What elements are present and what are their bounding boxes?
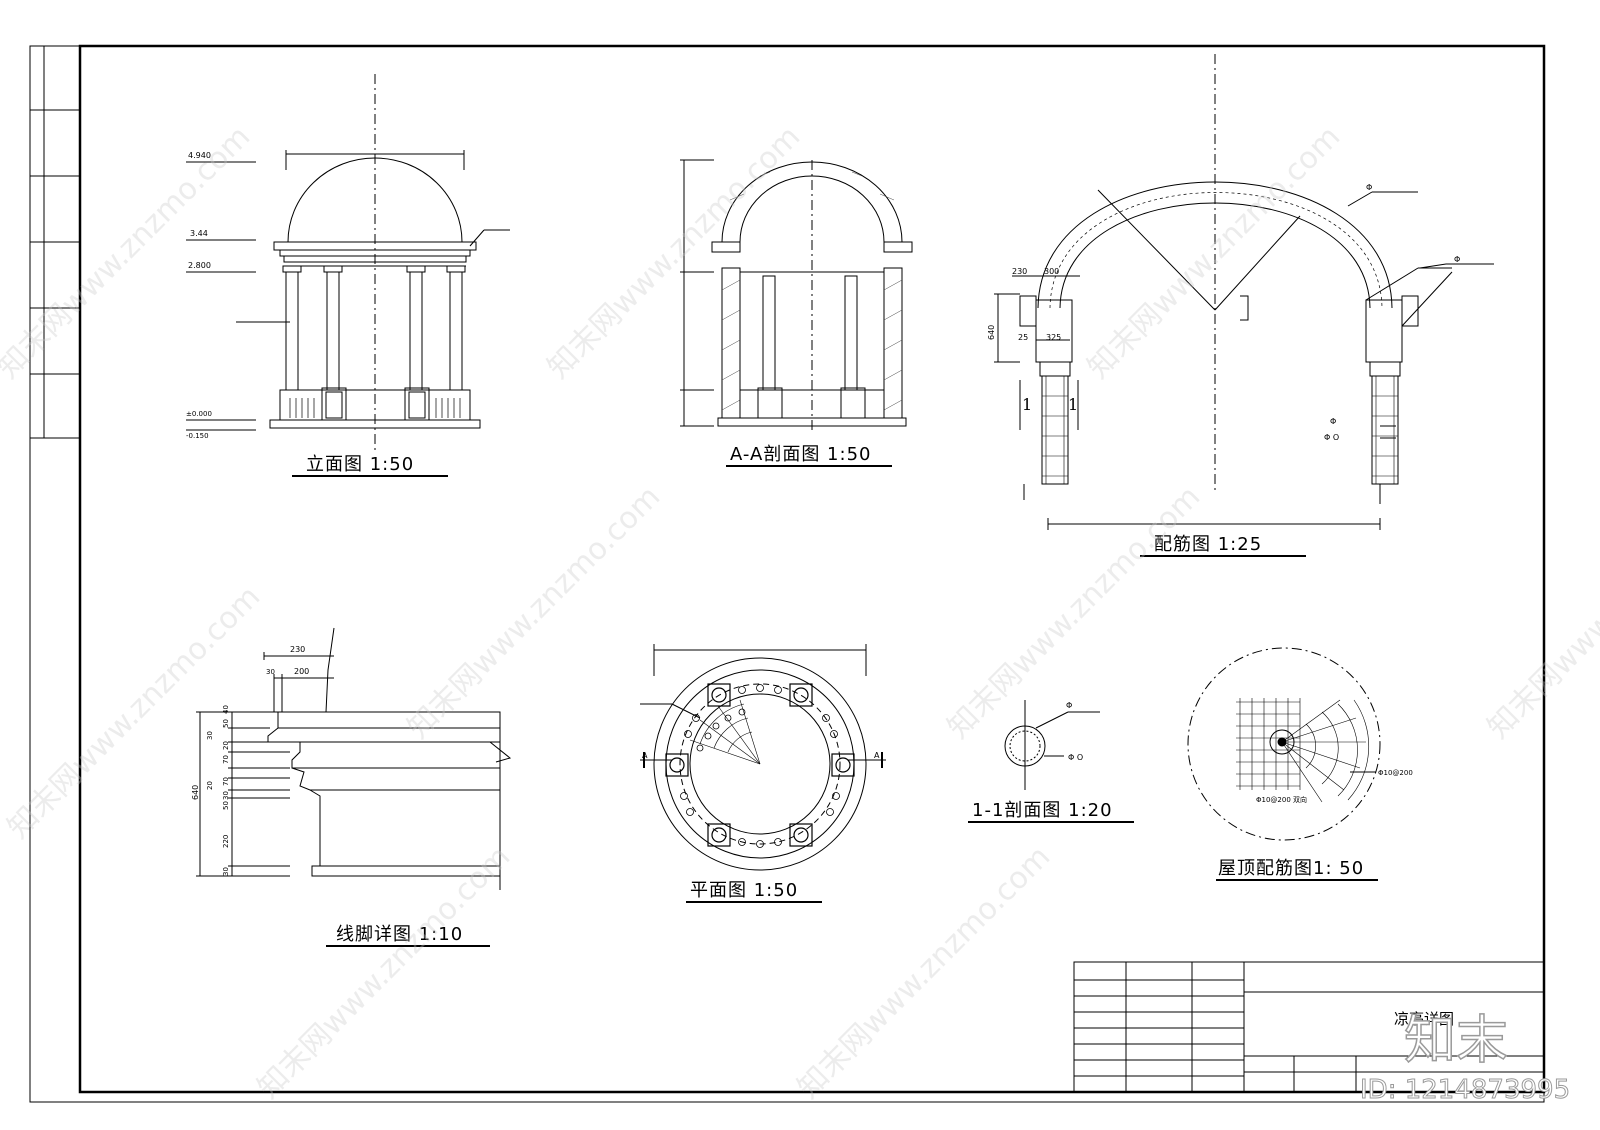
molding-dim-230: 230 — [290, 645, 305, 654]
molding-dim-40: 40 — [222, 705, 230, 714]
molding-dim-70b: 70 — [222, 777, 230, 786]
reinforcement-view — [994, 54, 1494, 530]
section-11-phi-o: Φ O — [1068, 753, 1083, 762]
molding-dim-30a: 30 — [206, 731, 214, 740]
molding-dim-640: 640 — [191, 785, 200, 800]
level-4940: 4.940 — [188, 151, 211, 160]
title-block — [1073, 961, 1545, 1093]
level-0000: ±0.000 — [186, 410, 212, 418]
plan-section-a-right: A — [874, 751, 880, 760]
elevation-view — [186, 74, 510, 450]
molding-title: 线脚详图 1:10 — [336, 924, 463, 945]
molding-dim-220: 220 — [222, 835, 230, 848]
molding-dim-50: 50 — [222, 719, 230, 728]
reinf-dim-25: 25 — [1018, 333, 1028, 342]
molding-dim-30: 30 — [266, 668, 275, 676]
section-11-phi: Φ — [1066, 701, 1072, 710]
molding-detail-view — [196, 627, 512, 890]
binding-strip — [29, 45, 81, 439]
section-aa-title: A-A剖面图 1:50 — [730, 444, 871, 465]
elevation-title: 立面图 1:50 — [306, 454, 414, 475]
molding-dim-30b: 30 — [222, 791, 230, 800]
watermark-logo: 知末 — [1404, 1011, 1508, 1071]
reinf-dim-300: 300 — [1044, 267, 1059, 276]
plan-section-a-left: A — [642, 751, 648, 760]
sheet-frame — [29, 44, 1546, 1103]
level-minus-0150: -0.150 — [186, 432, 209, 440]
section-aa-view — [680, 159, 913, 430]
reinforcement-title: 配筋图 1:25 — [1154, 534, 1262, 555]
reinf-dim-325: 325 — [1046, 333, 1061, 342]
section-mark-1-left: 1 — [1022, 395, 1032, 414]
title-block-drawing-name: 凉亭详图 — [1394, 1010, 1454, 1028]
molding-dim-20b: 20 — [206, 781, 214, 790]
reinf-phi-mid: Φ — [1454, 255, 1460, 264]
roof-reinforcement-title: 屋顶配筋图1: 50 — [1218, 858, 1364, 879]
roof-note-right: Φ10@200 — [1378, 769, 1413, 777]
level-344: 3.44 — [190, 229, 208, 238]
reinf-dim-230: 230 — [1012, 267, 1027, 276]
section-11-title: 1-1剖面图 1:20 — [972, 800, 1113, 821]
level-2800: 2.800 — [188, 261, 211, 270]
section-11-view — [1004, 700, 1100, 790]
reinf-phi-o: Φ O — [1324, 433, 1339, 442]
roof-note-bottom: Φ10@200 双向 — [1256, 795, 1307, 804]
plan-title: 平面图 1:50 — [690, 880, 798, 901]
watermark-id: ID: 1214873995 — [1360, 1075, 1570, 1105]
molding-dim-50b: 50 — [222, 801, 230, 810]
molding-dim-20a: 20 — [222, 741, 230, 750]
roof-reinforcement-view — [1187, 647, 1381, 841]
reinf-dim-640: 640 — [987, 325, 996, 340]
molding-dim-70a: 70 — [222, 755, 230, 764]
section-mark-1-right: 1 — [1068, 395, 1078, 414]
molding-dim-200: 200 — [294, 667, 309, 676]
reinf-phi-top: Φ — [1366, 183, 1372, 192]
reinf-phi-low: Φ — [1330, 417, 1336, 426]
plan-view — [640, 644, 886, 871]
molding-dim-30c: 30 — [222, 867, 230, 876]
